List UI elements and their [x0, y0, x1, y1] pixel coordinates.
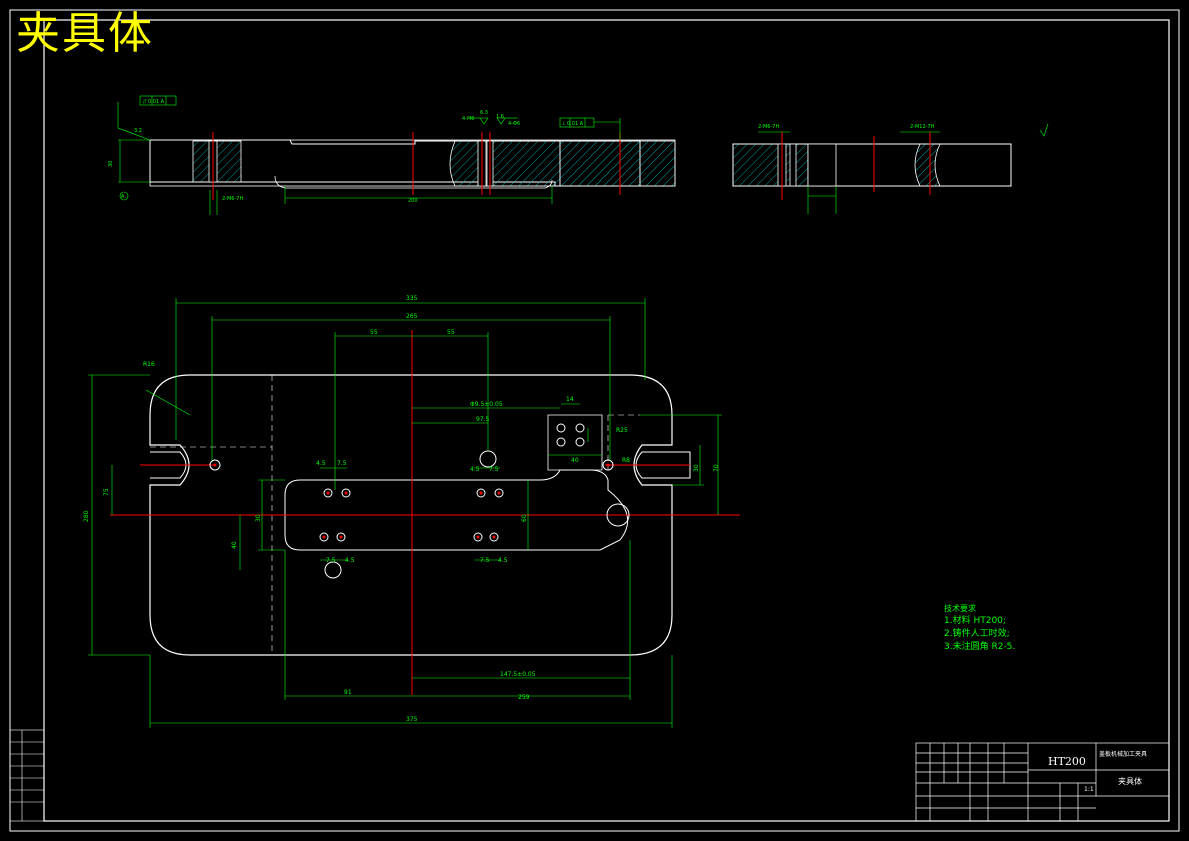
inner-frame — [43, 19, 1170, 822]
dim-55-left-label: 55 — [370, 329, 378, 336]
dim-40-small-label: 40 — [571, 457, 579, 464]
technical-notes-heading: 技术要求 — [944, 604, 976, 613]
section-view-left: // 0.01 A ⊥ 0.01 A 30 200 4-M6 4-Φ6 6.3 … — [108, 95, 676, 215]
rough-1-6-label: 1.6 — [496, 114, 504, 120]
dim-7-5-bottom-right-label: 7.5 — [480, 557, 490, 564]
datum-a-label: A — [121, 194, 125, 200]
rough-3-2-label: 3.2 — [134, 128, 142, 134]
dim-r25-label: R25 — [616, 427, 628, 434]
dim-55-right-label: 55 — [447, 329, 455, 336]
hole-2-m12-label: 2-M12-7H — [910, 124, 935, 130]
dim-r16-label: R16 — [143, 361, 155, 368]
dim-14-label: 14 — [566, 396, 574, 403]
dim-75-label: 75 — [103, 488, 110, 496]
technical-note-3: 3.未注圆角 R2-5. — [944, 642, 1016, 652]
dim-4-5-top-right-label: 4.5 — [470, 466, 480, 473]
title-block-drawing-title: 盖板机械加工夹具 — [1099, 751, 1148, 758]
dim-4-5-bottom-left-label: 4.5 — [345, 557, 355, 564]
dim-30-side-label: 30 — [255, 514, 262, 522]
dim-259-label: 259 — [518, 694, 530, 701]
left-strip-table — [9, 729, 45, 822]
dim-7-5-top-right-label: 7.5 — [489, 466, 499, 473]
drawing-title: 夹具体 — [16, 8, 154, 59]
hole-4-6-label: 4-Φ6 — [508, 121, 520, 127]
title-block-part-name: 夹具体 — [1118, 777, 1142, 786]
dim-280-label: 280 — [83, 510, 90, 522]
dim-9-5-label: Φ9.5±0.05 — [470, 401, 503, 408]
dim-30-right-label: 30 — [693, 464, 700, 472]
title-block-scale: 1:1 — [1084, 786, 1094, 793]
plan-view: 335 265 55 55 Φ9.5±0.05 97.5 280 75 40 4… — [83, 295, 740, 728]
outer-frame — [9, 9, 1180, 832]
tolerance-perp-label: ⊥ 0.01 A — [561, 121, 584, 127]
title-block — [915, 742, 1170, 822]
tolerance-parallel-label: // 0.01 A — [143, 99, 165, 105]
title-block-material: HT200 — [1048, 755, 1086, 768]
dim-7-5-bottom-left-label: 7.5 — [326, 557, 336, 564]
dim-r8-label: R8 — [622, 457, 630, 464]
hole-2-m6-right-label: 2-M6-7H — [758, 124, 779, 130]
dim-70-right-label: 70 — [713, 464, 720, 472]
dim-60-mid-label: 60 — [521, 514, 528, 522]
hole-2-m6-label: 2-M6-7H — [222, 196, 243, 202]
dim-147-5-label: 147.5±0.05 — [500, 671, 536, 678]
top-height-label: 30 — [108, 161, 114, 167]
dim-4-5-top-left-label: 4.5 — [316, 460, 326, 467]
dim-97-5-label: 97.5 — [476, 416, 490, 423]
technical-notes: 技术要求 1.材料 HT200; 2.铸件人工时效; 3.未注圆角 R2-5. — [944, 602, 1015, 654]
dim-4-5-bottom-right-label: 4.5 — [498, 557, 508, 564]
rough-6-3-label: 6.3 — [480, 110, 488, 116]
dim-265-label: 265 — [406, 313, 418, 320]
dim-91-label: 91 — [344, 689, 352, 696]
dim-335-label: 335 — [406, 295, 418, 302]
top-length-label: 200 — [408, 198, 418, 204]
technical-note-1: 1.材料 HT200; — [944, 616, 1006, 626]
dim-375-label: 375 — [406, 716, 418, 723]
section-view-right: 2-M6-7H 2-M12-7H — [732, 123, 1049, 214]
technical-note-2: 2.铸件人工时效; — [944, 629, 1010, 639]
dim-40-label: 40 — [231, 541, 238, 549]
dim-7-5-top-left-label: 7.5 — [337, 460, 347, 467]
hole-4-m6-label: 4-M6 — [462, 116, 474, 122]
